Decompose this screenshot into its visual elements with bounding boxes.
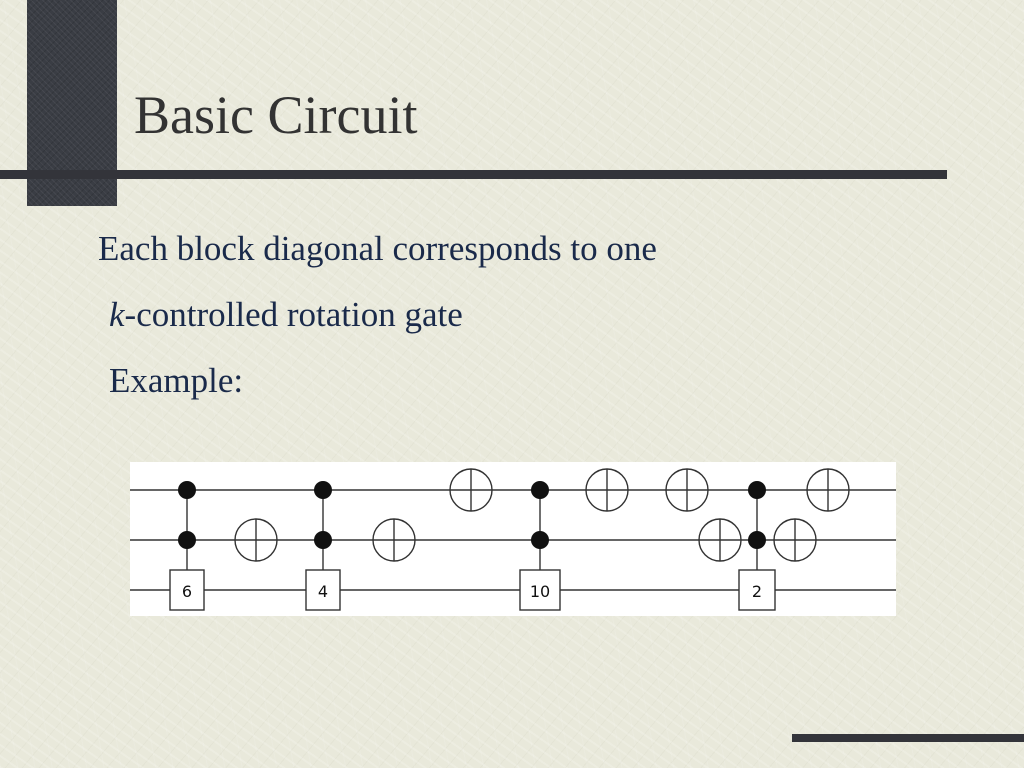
control-dot (748, 531, 766, 549)
control-dot (531, 481, 549, 499)
rotation-box (519, 569, 561, 611)
rotation-box (305, 569, 341, 611)
not-gate (234, 518, 278, 562)
bullet-line-1: Each block diagonal corresponds to one (98, 229, 657, 268)
control-dot (531, 531, 549, 549)
bullet-line-2-text: -controlled rotation gate (124, 295, 463, 334)
control-dot (748, 481, 766, 499)
footer-divider-line (792, 734, 1024, 742)
rotation-label: 4 (318, 582, 328, 601)
controlled-gate-2: 4 (305, 481, 341, 611)
bullet-line-2: k-controlled rotation gate (98, 288, 657, 354)
rotation-label: 2 (752, 582, 762, 601)
bullet-line-3: Example: (109, 361, 244, 400)
not-gate (585, 468, 629, 512)
control-dot (178, 531, 196, 549)
controlled-gate-1: 6 (169, 481, 205, 611)
control-dot (178, 481, 196, 499)
not-gate (806, 468, 850, 512)
rotation-label: 10 (530, 582, 550, 601)
title-divider-line (0, 170, 947, 179)
bullet-list: Each block diagonal corresponds to one k… (98, 222, 657, 420)
rotation-box (738, 569, 776, 611)
not-gate (372, 518, 416, 562)
slide-title: Basic Circuit (134, 85, 418, 145)
controlled-gate-3: 10 (519, 481, 561, 611)
controlled-gate-4: 2 (738, 481, 776, 611)
rotation-label: 6 (182, 582, 192, 601)
control-dot (314, 481, 332, 499)
bullet-italic-k: k (109, 295, 125, 334)
not-gate (698, 518, 742, 562)
not-gate (665, 468, 709, 512)
not-gates (234, 468, 850, 562)
quantum-circuit-diagram: 6 4 10 2 (130, 462, 896, 616)
not-gate (773, 518, 817, 562)
control-dot (314, 531, 332, 549)
not-gate (449, 468, 493, 512)
rotation-box (169, 569, 205, 611)
circuit-svg: 6 4 10 2 (130, 468, 896, 611)
